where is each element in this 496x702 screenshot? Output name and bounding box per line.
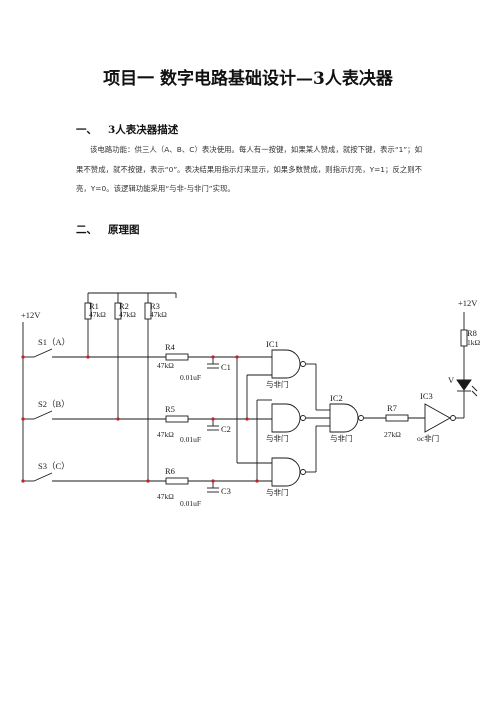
r7-name: R7 — [387, 403, 397, 413]
ic2-label: IC2 — [330, 393, 343, 403]
document-title: 项目一 数字电路基础设计—3人表决器 — [103, 69, 393, 89]
gate-caption: 与非门 — [266, 379, 289, 389]
supply-right-label: +12V — [458, 298, 478, 308]
r3-value: 47kΩ — [150, 310, 167, 319]
r8-value: 1kΩ — [467, 338, 481, 347]
section-heading-schematic: 二、原理图 — [76, 222, 140, 237]
circuit-schematic: +12V +12V S1（A） S2（B） S3（C） R1 47kΩ R2 4… — [21, 292, 481, 508]
description-paragraph: 该电路功能：供三人（A、B、C）表决使用。每人有一按键，如果某人赞成，就按下键，… — [76, 145, 422, 193]
section-title: 3人表决器描述 — [108, 124, 179, 136]
wires — [22, 292, 478, 493]
gate-caption: 与非门 — [330, 433, 353, 443]
switch-s1-label: S1（A） — [38, 337, 70, 347]
r8-name: R8 — [467, 328, 477, 338]
r6-name: R6 — [165, 466, 175, 476]
r5-value: 47kΩ — [157, 430, 174, 439]
switch-s3-label: S3（C） — [38, 461, 70, 471]
r1-value: 47kΩ — [89, 310, 106, 319]
c1-value: 0.01uF — [180, 373, 201, 382]
gate-caption: 与非门 — [266, 487, 289, 497]
r5-name: R5 — [165, 404, 175, 414]
c3-name: C3 — [221, 486, 231, 496]
r4-value: 47kΩ — [157, 361, 174, 370]
section-number: 二、 — [76, 224, 97, 236]
r3-name: R3 — [150, 301, 160, 311]
r2-name: R2 — [119, 301, 129, 311]
r7-value: 27kΩ — [384, 430, 401, 439]
c3-value: 0.01uF — [180, 499, 201, 508]
switch-s2-label: S2（B） — [38, 399, 70, 409]
supply-left-label: +12V — [21, 310, 41, 320]
c2-value: 0.01uF — [180, 435, 201, 444]
ic1-label: IC1 — [266, 339, 279, 349]
r4-name: R4 — [165, 342, 176, 352]
ic3-label: IC3 — [420, 391, 433, 401]
junction-dots — [21, 355, 259, 483]
c2-name: C2 — [221, 424, 231, 434]
led-label: V — [448, 375, 455, 385]
r2-value: 47kΩ — [119, 310, 136, 319]
section-heading-description: 一、 3人表决器描述 — [76, 122, 178, 137]
inverter-caption: oc非门 — [417, 433, 439, 443]
c1-name: C1 — [221, 362, 231, 372]
r6-value: 47kΩ — [157, 492, 174, 501]
section-title: 原理图 — [108, 224, 140, 236]
section-number: 一、 — [76, 124, 97, 136]
r1-name: R1 — [89, 301, 99, 311]
gate-caption: 与非门 — [266, 433, 289, 443]
